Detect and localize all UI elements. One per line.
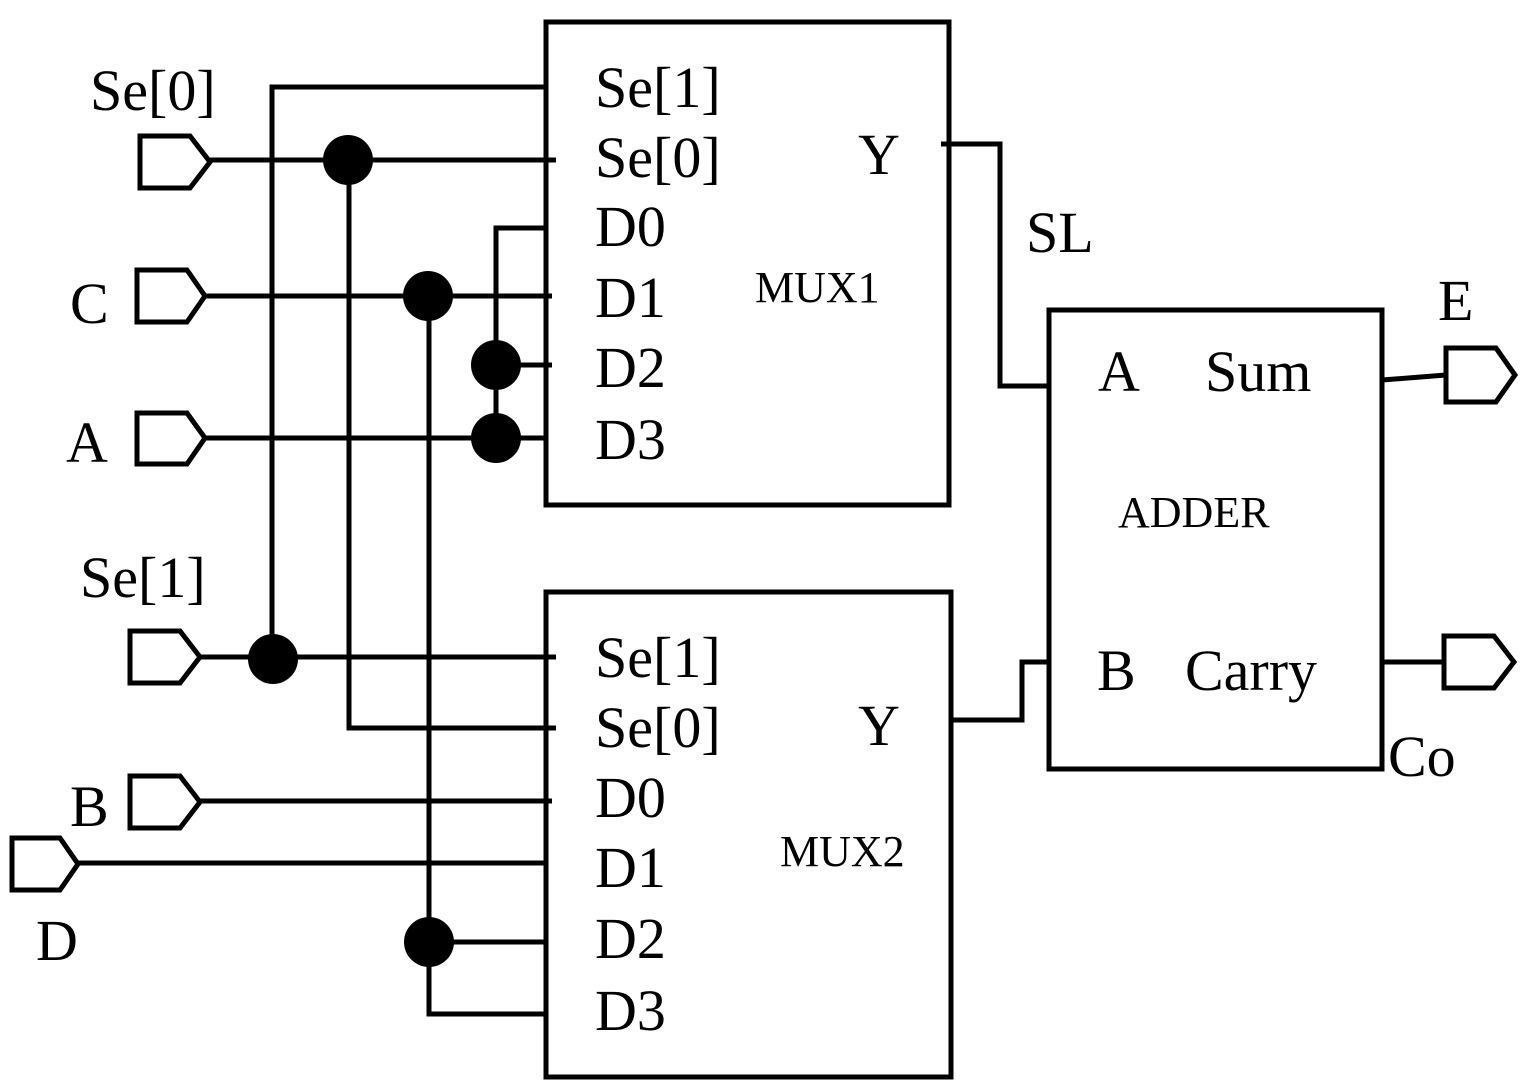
port-c-icon <box>134 267 209 325</box>
adder-name: ADDER <box>1118 488 1270 537</box>
port-se0-icon <box>137 133 214 191</box>
adder-output-sum: Sum <box>1205 339 1311 404</box>
label-co: Co <box>1388 724 1456 789</box>
port-d-icon <box>9 835 82 893</box>
mux1-port-se0: Se[0] <box>595 125 721 190</box>
junction-a-d2 <box>471 340 521 390</box>
adder-block <box>1046 307 1385 772</box>
port-e-icon <box>1443 345 1519 405</box>
mux1-port-d2: D2 <box>595 335 666 400</box>
label-a: A <box>66 410 108 475</box>
label-e: E <box>1438 268 1473 333</box>
junction-se1 <box>248 634 298 684</box>
mux1-output-y: Y <box>858 122 900 187</box>
junction-a-d3 <box>471 413 521 463</box>
wires <box>78 84 1447 1017</box>
port-co-icon <box>1441 633 1518 691</box>
junctions <box>248 135 521 967</box>
mux2-block <box>543 589 954 1080</box>
label-d: D <box>36 908 78 973</box>
port-b-icon <box>127 773 204 831</box>
wire-c-mux2-d3 <box>426 296 546 1017</box>
wire-a-mux1-d0 <box>493 225 546 438</box>
junction-c <box>403 271 453 321</box>
wire-mux2-adder-b <box>951 659 1049 723</box>
port-a-icon <box>134 410 209 467</box>
label-c: C <box>70 271 109 336</box>
mux1-port-d0: D0 <box>595 194 666 259</box>
mux2-port-d0: D0 <box>595 765 666 830</box>
mux2-port-d2: D2 <box>595 906 666 971</box>
port-se1-icon <box>127 628 204 686</box>
wire-se0-mux2 <box>346 160 556 731</box>
adder-output-carry: Carry <box>1185 638 1317 703</box>
mux2-port-d1: D1 <box>595 835 666 900</box>
mux1-name: MUX1 <box>755 263 880 312</box>
label-b: B <box>70 774 109 839</box>
mux2-port-se1: Se[1] <box>595 625 721 690</box>
mux1-port-se1: Se[1] <box>595 55 721 120</box>
mux2-output-y: Y <box>858 693 900 758</box>
junction-c-mux2 <box>404 917 454 967</box>
label-se1: Se[1] <box>80 545 206 610</box>
adder-input-b: B <box>1097 638 1136 703</box>
mux1-port-d1: D1 <box>595 265 666 330</box>
label-sl: SL <box>1026 200 1094 265</box>
mux2-port-d3: D3 <box>595 978 666 1043</box>
wire-sl <box>941 141 1049 389</box>
mux1-block <box>543 19 952 508</box>
mux2-name: MUX2 <box>780 827 905 876</box>
mux2-port-se0: Se[0] <box>595 695 721 760</box>
wire-se1-mux1 <box>269 84 546 657</box>
label-se0: Se[0] <box>90 58 216 123</box>
junction-se0 <box>323 135 373 185</box>
wire-sum-e <box>1381 372 1447 383</box>
adder-input-a: A <box>1098 339 1140 404</box>
ports <box>9 133 1519 893</box>
mux1-port-d3: D3 <box>595 407 666 472</box>
